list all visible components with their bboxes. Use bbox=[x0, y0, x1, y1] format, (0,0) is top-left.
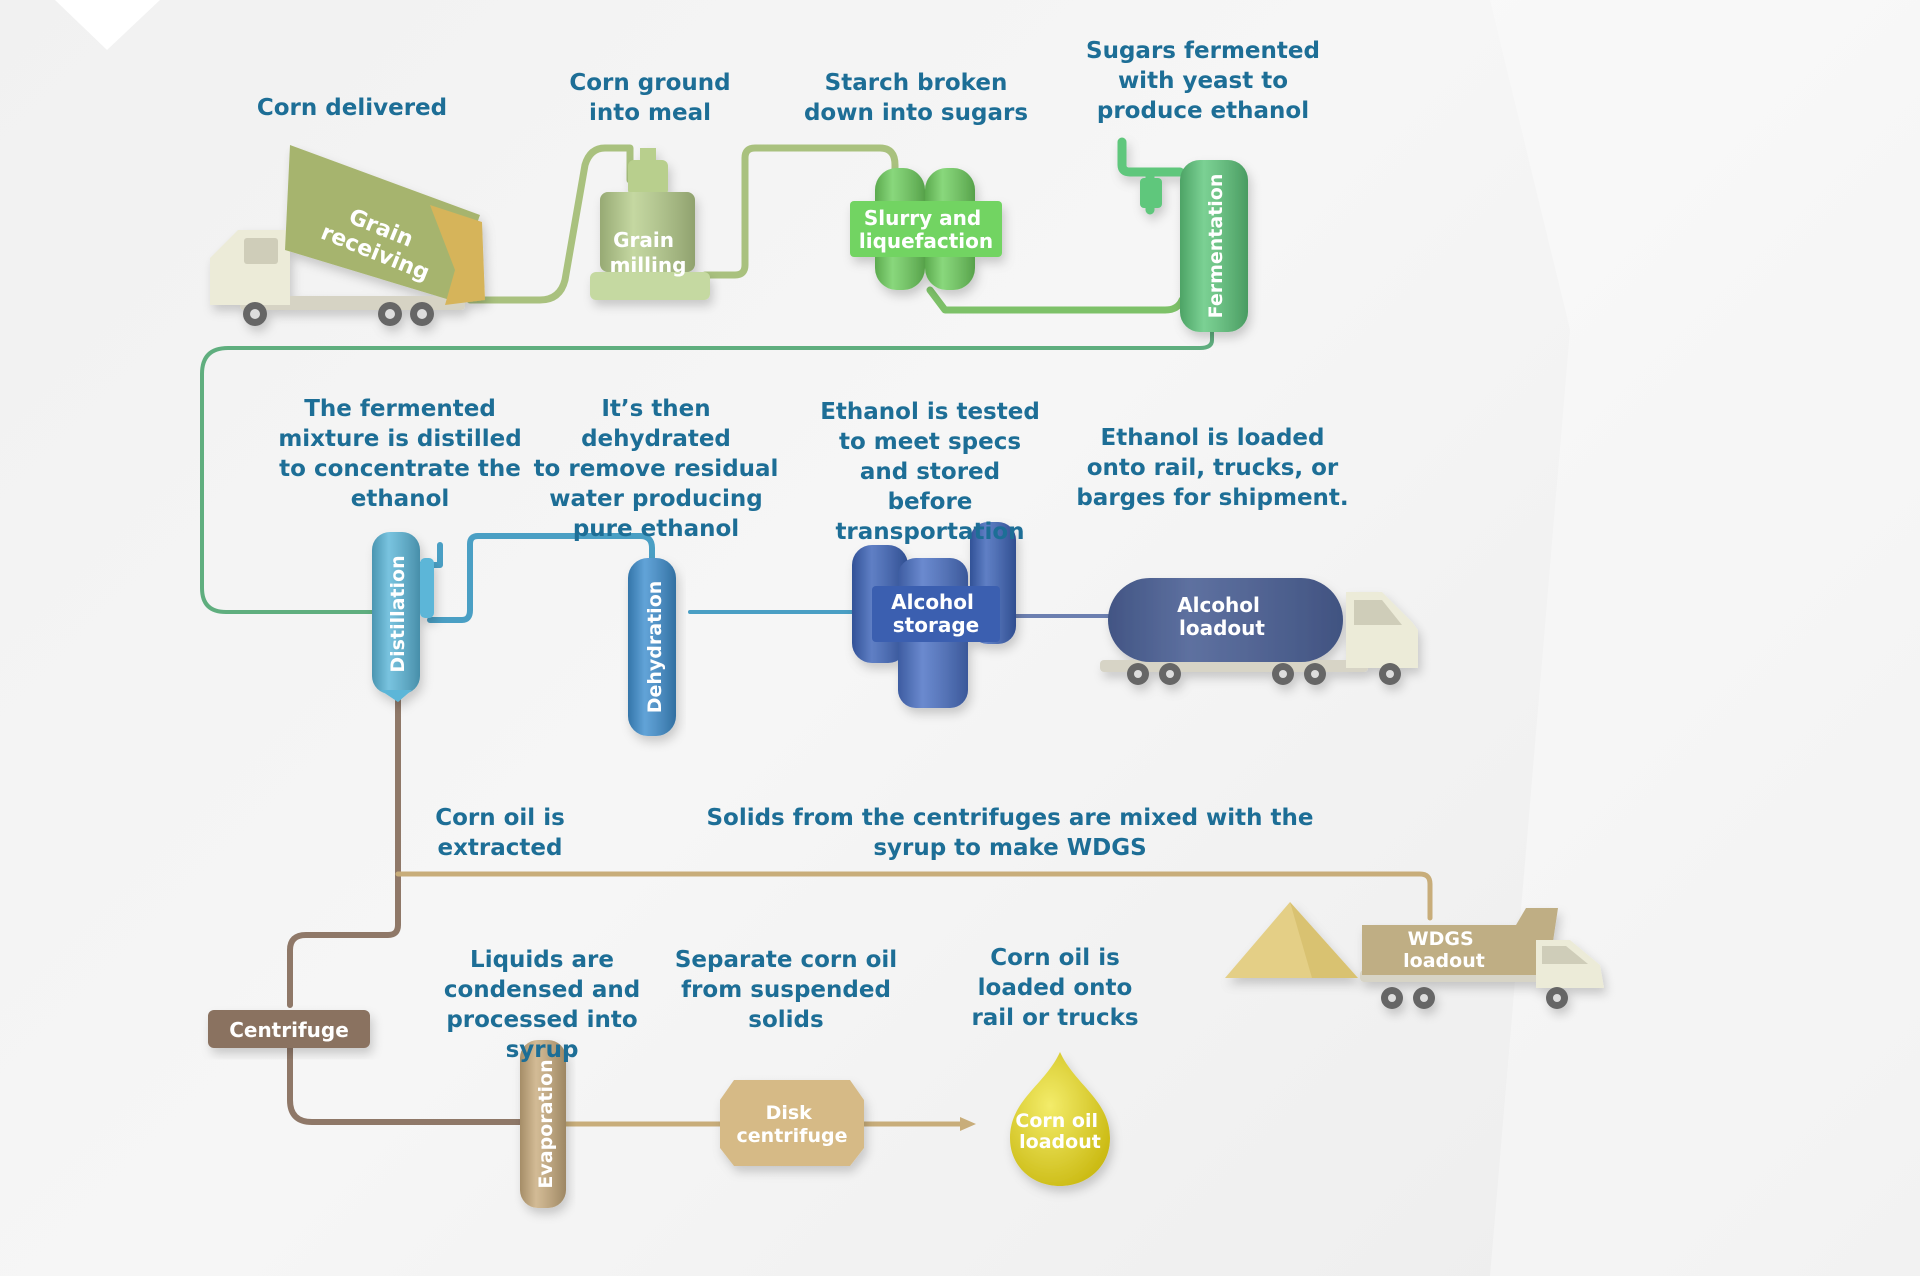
alcohol-loadout-label: Alcohol loadout bbox=[1177, 593, 1267, 640]
caption-corn-oil-extracted: Corn oil is extracted bbox=[435, 805, 565, 861]
distillation-label: Distillation bbox=[387, 555, 409, 672]
alcohol-storage-label: Alcohol storage bbox=[891, 590, 981, 637]
caption-dehydrated: It’s then dehydrated to remove residual … bbox=[533, 396, 779, 542]
pipe-distillation-stillage bbox=[287, 697, 401, 1008]
centrifuge-unit: Centrifuge bbox=[208, 1010, 370, 1048]
fermentation-label: Fermentation bbox=[1205, 174, 1227, 319]
caption-oil-loaded: Corn oil is loaded onto rail or trucks bbox=[971, 945, 1139, 1031]
alcohol-loadout-unit: Alcohol loadout bbox=[1100, 578, 1418, 685]
disk-centrifuge-unit: Disk centrifuge bbox=[720, 1080, 864, 1166]
grain-dump-body bbox=[285, 145, 480, 300]
pipe-milling-to-slurry bbox=[701, 144, 899, 279]
pipe-distillation-to-dehydration bbox=[427, 533, 655, 623]
caption-solids-mixed: Solids from the centrifuges are mixed wi… bbox=[706, 805, 1314, 861]
disk-centrifuge-label: Disk centrifuge bbox=[737, 1102, 848, 1147]
pipe-wdgs-line bbox=[395, 871, 1433, 921]
caption-starch-broken: Starch broken down into sugars bbox=[803, 70, 1029, 126]
truck-chassis bbox=[240, 296, 465, 310]
grain-pile bbox=[430, 205, 485, 305]
caption-corn-delivered: Corn delivered bbox=[256, 95, 448, 121]
centrifuge-label: Centrifuge bbox=[229, 1018, 349, 1042]
slurry-liquefaction-label: Slurry and liquefaction bbox=[859, 206, 993, 253]
background-panel-decoration bbox=[1490, 0, 1920, 1276]
pipe-receiving-to-milling bbox=[466, 144, 634, 304]
oil-arrow-head-icon bbox=[960, 1117, 976, 1131]
caption-corn-ground: Corn ground into meal bbox=[569, 70, 731, 126]
fermentation-unit: Fermentation bbox=[1117, 137, 1248, 332]
evaporation-unit: Evaporation bbox=[520, 1040, 566, 1208]
caption-sugars-fermented: Sugars fermented with yeast to produce e… bbox=[1086, 38, 1320, 124]
slurry-liquefaction-unit: Slurry and liquefaction bbox=[850, 168, 1002, 290]
distillation-unit: Distillation bbox=[372, 532, 434, 702]
corner-arrow-decoration bbox=[55, 0, 160, 50]
wdgs-loadout-label: WDGS loadout bbox=[1403, 928, 1485, 972]
evaporation-label: Evaporation bbox=[535, 1059, 557, 1188]
grain-milling-label: Grain milling bbox=[610, 228, 687, 277]
oil-drop-icon bbox=[1010, 1052, 1110, 1186]
dehydration-label: Dehydration bbox=[644, 581, 666, 714]
truck-window bbox=[244, 238, 278, 264]
pipe-slurry-to-fermentation bbox=[926, 286, 1186, 314]
corn-oil-loadout-label: Corn oil loadout bbox=[1015, 1110, 1104, 1153]
caption-distilled: The fermented mixture is distilled to co… bbox=[278, 396, 522, 512]
grain-receiving-unit: Grain receiving bbox=[210, 145, 485, 326]
caption-loaded: Ethanol is loaded onto rail, trucks, or … bbox=[1076, 425, 1349, 511]
dehydration-unit: Dehydration bbox=[628, 558, 676, 736]
alcohol-storage-unit: Alcohol storage bbox=[852, 522, 1016, 708]
caption-liquids-condensed: Liquids are condensed and processed into… bbox=[443, 947, 641, 1063]
grain-milling-unit: Grain milling bbox=[590, 148, 710, 300]
wdgs-loadout-unit: WDGS loadout bbox=[1225, 902, 1604, 1009]
caption-separate-oil: Separate corn oil from suspended solids bbox=[674, 947, 898, 1033]
pipe-fermentation-to-distillation bbox=[200, 323, 1214, 614]
caption-tested: Ethanol is tested to meet specs and stor… bbox=[820, 399, 1040, 545]
corn-oil-loadout-unit: Corn oil loadout bbox=[1010, 1052, 1110, 1186]
pipe-centrifuge-down bbox=[287, 1042, 523, 1125]
